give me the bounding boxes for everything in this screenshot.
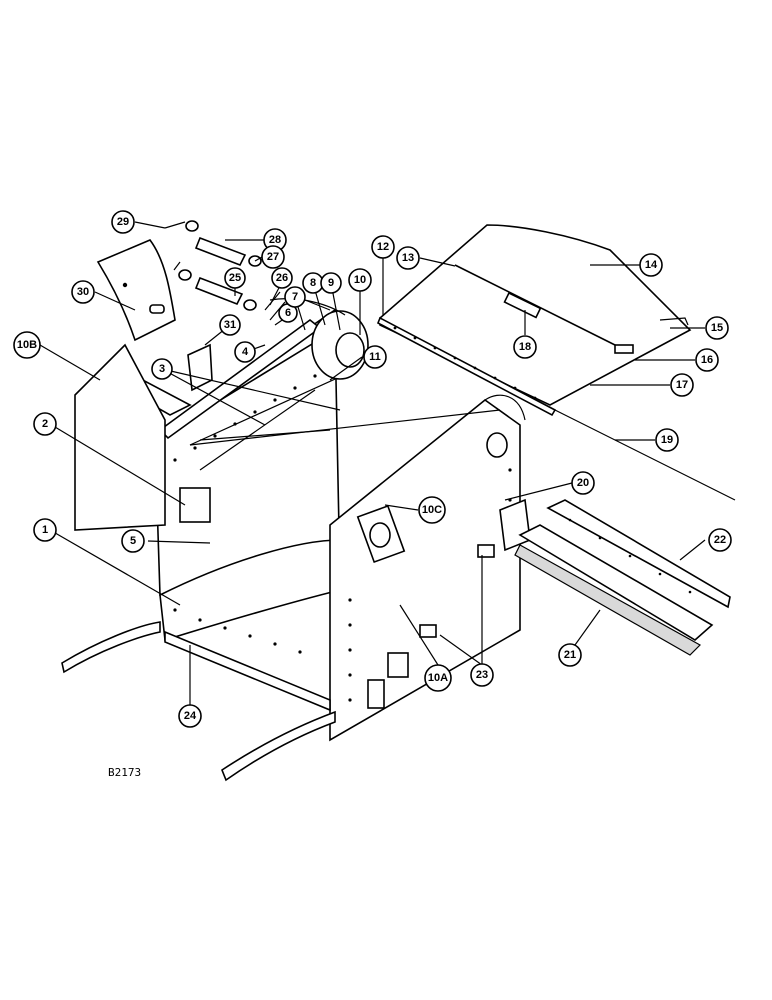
callout-1: 1 [33,518,57,542]
svg-text:13: 13 [402,252,414,264]
svg-text:7: 7 [292,291,298,303]
svg-text:10: 10 [354,274,366,286]
callout-10c: 10C [418,496,446,524]
callout-3: 3 [151,358,173,380]
svg-text:11: 11 [369,351,381,363]
svg-text:9: 9 [328,277,334,289]
callout-12: 12 [371,235,395,259]
callout-10b: 10B [13,331,41,359]
svg-text:18: 18 [519,341,531,353]
svg-text:17: 17 [676,379,688,391]
callout-10: 10 [348,268,372,292]
callout-27: 27 [261,245,285,269]
callout-9: 9 [320,272,342,294]
drawing-reference-code: B2173 [108,766,141,779]
svg-text:4: 4 [242,346,249,358]
callout-23: 23 [470,663,494,687]
main-housing [61,309,526,782]
callout-11: 11 [363,345,387,369]
svg-text:1: 1 [42,524,48,536]
svg-text:20: 20 [577,477,589,489]
svg-text:23: 23 [476,669,488,681]
callout-8: 8 [302,272,324,294]
svg-text:30: 30 [77,286,89,298]
callout-7: 7 [284,286,306,308]
callout-21: 21 [558,643,582,667]
svg-text:15: 15 [711,322,723,334]
callout-18: 18 [513,335,537,359]
callout-15: 15 [705,316,729,340]
callout-26: 26 [271,267,293,289]
svg-text:8: 8 [310,277,316,289]
callout-29: 29 [111,210,135,234]
callout-30: 30 [71,280,95,304]
svg-text:22: 22 [714,534,726,546]
callout-25: 25 [224,267,246,289]
callout-14: 14 [639,253,663,277]
callout-22: 22 [708,528,732,552]
svg-text:6: 6 [285,307,291,319]
hinged-lid [376,224,692,417]
callout-10a: 10A [424,664,452,692]
callout-16: 16 [695,348,719,372]
svg-text:3: 3 [159,363,165,375]
svg-text:28: 28 [269,234,281,246]
shield-30 [96,239,176,342]
svg-text:27: 27 [267,251,279,263]
callout-5: 5 [121,529,145,553]
svg-text:16: 16 [701,354,713,366]
callout-19: 19 [655,428,679,452]
callout-4: 4 [234,341,256,363]
svg-text:29: 29 [117,216,129,228]
svg-text:24: 24 [184,710,197,722]
callout-17: 17 [670,373,694,397]
svg-text:12: 12 [377,241,389,253]
callout-24: 24 [178,704,202,728]
drive-pulley [199,298,369,471]
svg-text:19: 19 [661,434,673,446]
callout-31: 31 [219,314,241,336]
callout-20: 20 [571,471,595,495]
svg-text:2: 2 [42,418,48,430]
rod-19 [554,409,736,501]
svg-text:10C: 10C [422,504,442,516]
callout-13: 13 [396,246,420,270]
svg-text:10B: 10B [17,339,37,351]
svg-text:25: 25 [229,272,241,284]
angle-strips [499,498,731,656]
svg-text:10A: 10A [428,672,448,684]
svg-text:14: 14 [645,259,658,271]
svg-text:26: 26 [276,272,288,284]
callout-28: 28 [263,228,287,252]
callout-2: 2 [33,412,57,436]
svg-text:21: 21 [564,649,576,661]
left-end-plate [74,343,166,531]
svg-text:31: 31 [224,319,236,331]
svg-text:5: 5 [130,535,136,547]
